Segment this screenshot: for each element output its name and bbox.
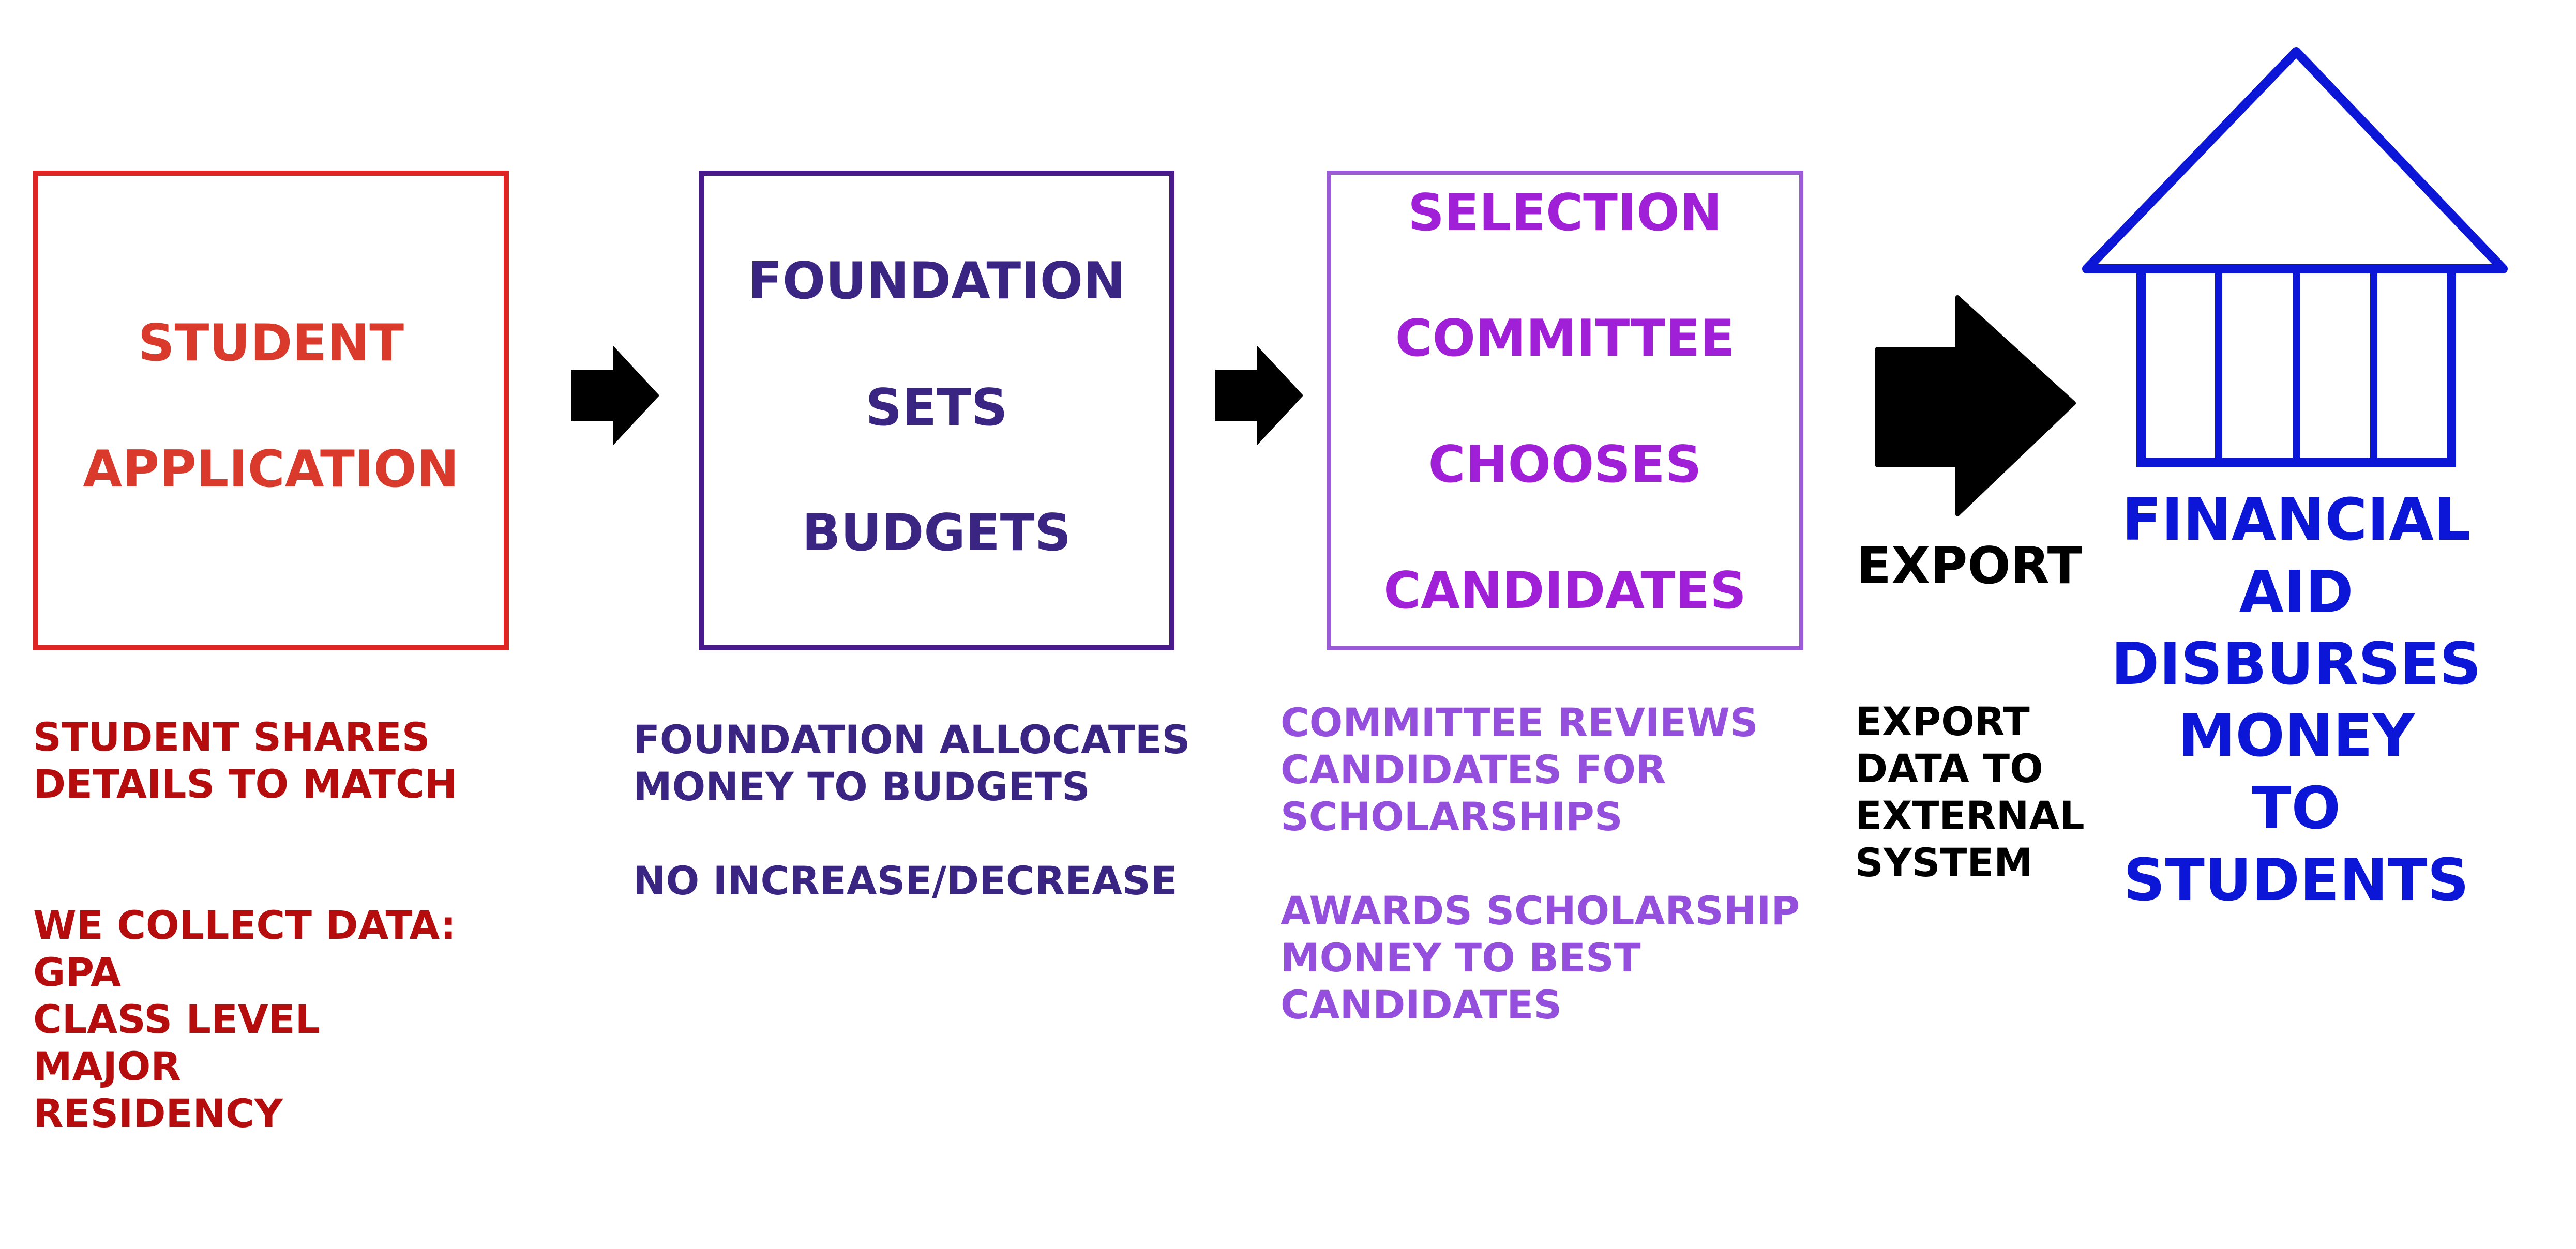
arrow-right-icon <box>1872 295 2079 522</box>
export-note-line-3: EXTERNAL <box>1855 793 2085 839</box>
student-note-line-8: MAJOR <box>33 1043 181 1089</box>
foundation-note-spacer <box>633 810 1190 857</box>
student-note-line-5: WE COLLECT DATA: <box>33 902 457 948</box>
student-box-line-1: STUDENT <box>138 314 404 373</box>
selection-committee-box: SELECTION COMMITTEE CHOOSES CANDIDATES <box>1327 171 1803 650</box>
foundation-note: FOUNDATION ALLOCATES MONEY TO BUDGETS NO… <box>633 716 1190 904</box>
export-note-line-4: SYSTEM <box>1855 840 2033 886</box>
student-note-spacer <box>33 855 457 902</box>
arrow-right-icon <box>569 344 662 447</box>
student-note-line-7: CLASS LEVEL <box>33 996 321 1042</box>
export-note-line-2: DATA TO <box>1855 745 2043 791</box>
foundation-box: FOUNDATION SETS BUDGETS <box>699 171 1174 650</box>
student-note-line-6: GPA <box>33 949 121 995</box>
arrow-right-icon <box>1213 344 1306 447</box>
selection-note-line-6: MONEY TO BEST <box>1281 935 1641 981</box>
bank-building-icon <box>2069 47 2524 473</box>
selection-box-line-3: CHOOSES <box>1428 435 1702 494</box>
student-note-line-2: DETAILS TO MATCH <box>33 761 458 807</box>
selection-box-line-4: CANDIDATES <box>1383 561 1746 620</box>
student-note-spacer <box>33 808 457 855</box>
financial-aid-label: FINANCIAL AID DISBURSES MONEY TO STUDENT… <box>2079 491 2513 915</box>
foundation-box-line-1: FOUNDATION <box>747 252 1126 311</box>
aid-line-3: DISBURSES <box>2111 631 2481 698</box>
foundation-note-line-4: NO INCREASE/DECREASE <box>633 858 1178 904</box>
selection-note-spacer <box>1281 840 1800 887</box>
aid-line-2: AID <box>2239 559 2354 626</box>
export-note-line-1: EXPORT <box>1855 698 2030 744</box>
selection-note-line-3: SCHOLARSHIPS <box>1281 794 1623 840</box>
aid-line-6: STUDENTS <box>2123 847 2469 914</box>
student-note-line-1: STUDENT SHARES <box>33 714 430 760</box>
selection-box-line-1: SELECTION <box>1408 184 1722 242</box>
student-note: STUDENT SHARES DETAILS TO MATCH WE COLLE… <box>33 713 457 1137</box>
foundation-box-line-2: SETS <box>865 378 1008 437</box>
student-application-box: STUDENT APPLICATION <box>33 171 509 650</box>
foundation-note-line-2: MONEY TO BUDGETS <box>633 764 1090 810</box>
export-label: EXPORT <box>1857 537 2082 596</box>
foundation-note-line-1: FOUNDATION ALLOCATES <box>633 717 1191 763</box>
aid-line-1: FINANCIAL <box>2121 486 2471 554</box>
student-note-line-9: RESIDENCY <box>33 1090 283 1136</box>
foundation-box-line-3: BUDGETS <box>802 504 1072 562</box>
aid-line-4: MONEY <box>2177 703 2415 770</box>
selection-note-line-5: AWARDS SCHOLARSHIP <box>1281 888 1800 934</box>
aid-line-5: TO <box>2252 775 2341 842</box>
selection-box-line-2: COMMITTEE <box>1395 309 1735 368</box>
selection-note-line-1: COMMITTEE REVIEWS <box>1281 699 1758 745</box>
export-note: EXPORT DATA TO EXTERNAL SYSTEM <box>1855 698 2085 886</box>
selection-note-line-2: CANDIDATES FOR <box>1281 747 1666 793</box>
student-box-line-2: APPLICATION <box>83 440 459 499</box>
selection-note: COMMITTEE REVIEWS CANDIDATES FOR SCHOLAR… <box>1281 699 1800 1028</box>
selection-note-line-7: CANDIDATES <box>1281 982 1562 1028</box>
